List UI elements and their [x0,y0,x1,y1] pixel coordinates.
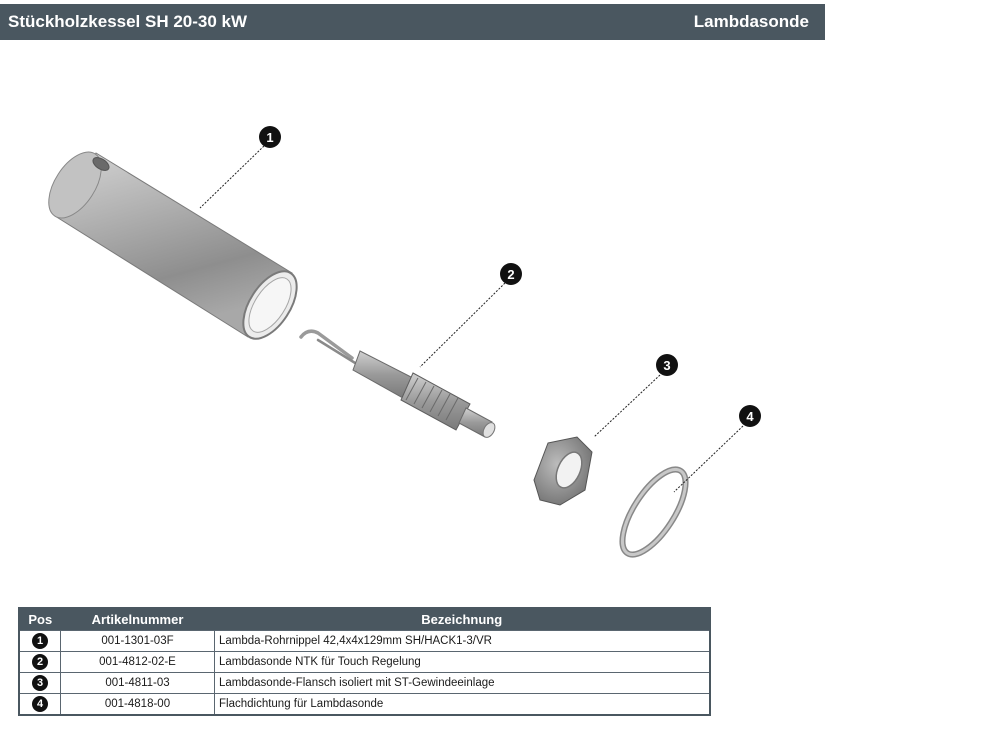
article-number-cell: 001-4818-00 [60,693,215,716]
svg-text:2: 2 [507,267,514,282]
callout-leader-lines [199,145,744,493]
table-row: 3 001-4811-03 Lambdasonde-Flansch isolie… [18,672,711,694]
part-2-lambda-probe [299,329,496,438]
title-bar: Stückholzkessel SH 20-30 kW Lambdasonde [0,4,825,40]
pos-cell: 2 [18,651,61,673]
description-cell: Lambdasonde NTK für Touch Regelung [214,651,711,673]
callout-1: 1 [259,126,281,148]
callout-2: 2 [500,263,522,285]
article-number-cell: 001-4812-02-E [60,651,215,673]
part-3-flange-nut [533,436,593,506]
svg-text:1: 1 [266,130,273,145]
pos-cell: 3 [18,672,61,694]
column-header-article: Artikelnummer [60,608,215,631]
column-header-description: Bezeichnung [214,608,710,631]
svg-text:4: 4 [746,409,754,424]
description-cell: Lambdasonde-Flansch isoliert mit ST-Gewi… [214,672,711,694]
article-number-cell: 001-1301-03F [60,630,215,652]
table-row: 1 001-1301-03F Lambda-Rohrnippel 42,4x4x… [18,630,711,652]
description-cell: Lambda-Rohrnippel 42,4x4x129mm SH/HACK1-… [214,630,711,652]
table-row: 2 001-4812-02-E Lambdasonde NTK für Touc… [18,651,711,673]
article-number-cell: 001-4811-03 [60,672,215,694]
pos-badge: 2 [32,654,48,670]
table-header-row: Pos Artikelnummer Bezeichnung [19,608,710,631]
table-row: 4 001-4818-00 Flachdichtung für Lambdaso… [18,693,711,716]
callout-3: 3 [656,354,678,376]
page-title: Stückholzkessel SH 20-30 kW [8,12,248,31]
column-header-pos: Pos [19,608,61,631]
svg-text:3: 3 [663,358,670,373]
pos-badge: 4 [32,696,48,712]
callout-4: 4 [739,405,761,427]
description-cell: Flachdichtung für Lambdasonde [214,693,711,716]
exploded-parts-drawing: 1 2 3 4 [48,126,761,558]
pos-cell: 4 [18,693,61,716]
part-1-tube-nipple [48,151,298,340]
part-4-flat-gasket [619,466,689,558]
section-title: Lambdasonde [693,12,809,31]
pos-badge: 1 [32,633,48,649]
pos-cell: 1 [18,630,61,652]
pos-badge: 3 [32,675,48,691]
parts-table: Pos Artikelnummer Bezeichnung 1 001-1301… [18,607,711,716]
